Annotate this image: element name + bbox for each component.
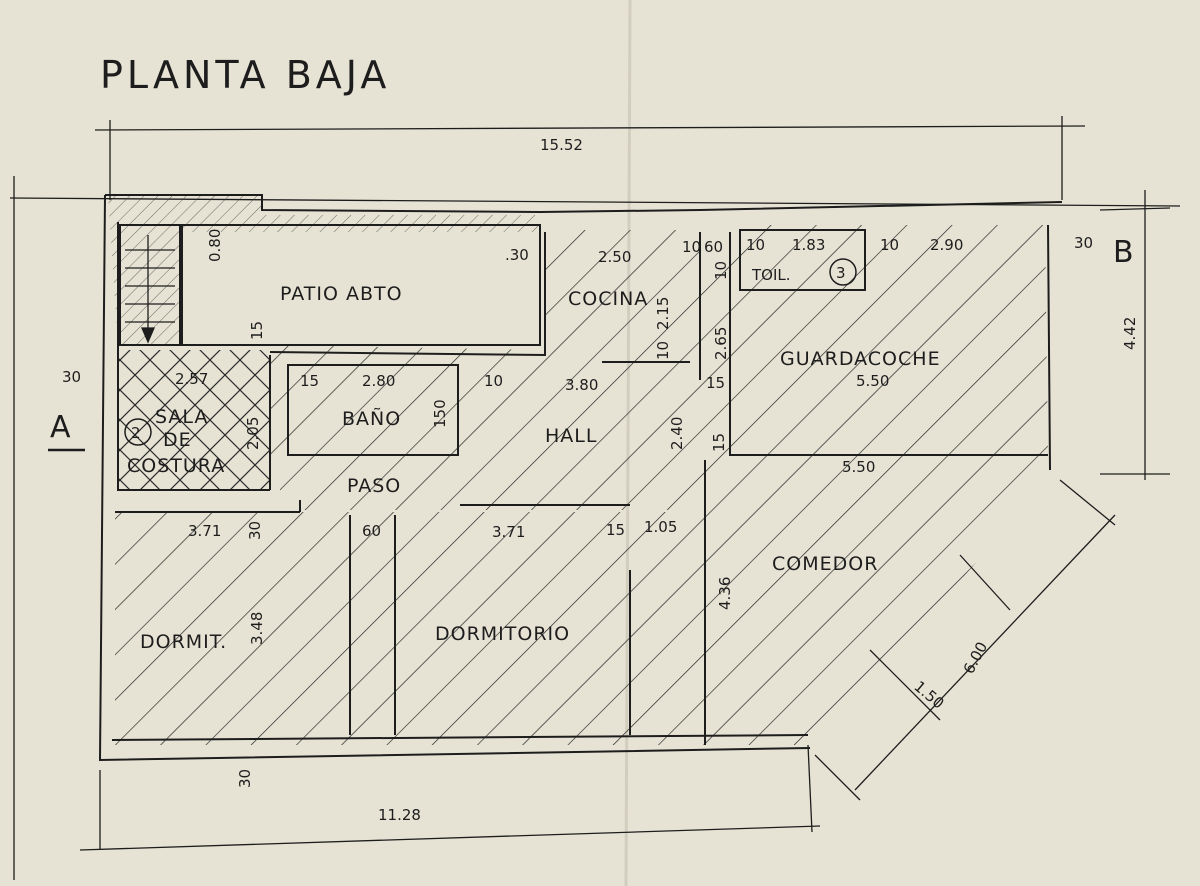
svg-text:30: 30 [246, 521, 264, 540]
svg-text:4.36: 4.36 [716, 577, 734, 610]
svg-text:11.28: 11.28 [378, 806, 421, 824]
svg-text:3.71: 3.71 [492, 523, 525, 541]
svg-text:2.15: 2.15 [654, 297, 672, 330]
svg-text:A: A [50, 410, 71, 445]
room-number-3: 3 [829, 258, 857, 286]
svg-text:150: 150 [431, 399, 449, 428]
room-label-dormit: DORMIT. [140, 631, 227, 653]
svg-text:1.50: 1.50 [910, 677, 947, 712]
room-label-cocina: COCINA [568, 288, 648, 310]
room-number-2: 2 [124, 418, 152, 446]
svg-text:2: 2 [131, 424, 141, 442]
svg-text:15: 15 [606, 521, 625, 539]
svg-text:1.05: 1.05 [644, 518, 677, 536]
dimension-labels: 15.52 11.28 4.42 0.80 .30 15 2.50 2.15 1… [62, 136, 1139, 824]
bano-area [287, 364, 459, 456]
svg-text:60: 60 [362, 522, 381, 540]
svg-text:2.90: 2.90 [930, 236, 963, 254]
toilet-area [739, 229, 866, 291]
svg-text:10: 10 [654, 341, 672, 360]
svg-text:2.40: 2.40 [668, 417, 686, 450]
room-label-dormitorio: DORMITORIO [435, 623, 570, 645]
svg-text:10: 10 [484, 372, 503, 390]
svg-text:2.05: 2.05 [244, 417, 262, 450]
room-label-paso: PASO [347, 475, 401, 497]
room-label-comedor: COMEDOR [772, 553, 878, 575]
room-label-bano: BAÑO [342, 407, 401, 430]
svg-text:5.50: 5.50 [842, 458, 875, 476]
svg-text:30: 30 [62, 368, 81, 386]
svg-text:15: 15 [300, 372, 319, 390]
room-label-guardacoche: GUARDACOCHE [780, 348, 941, 370]
svg-text:2.50: 2.50 [598, 248, 631, 266]
svg-text:10: 10 [880, 236, 899, 254]
room-label-sala-2: DE [163, 429, 192, 451]
svg-text:5.50: 5.50 [856, 372, 889, 390]
room-labels: PATIO ABTO COCINA TOIL. GUARDACOCHE SALA… [127, 266, 941, 653]
patio-area [181, 224, 541, 346]
svg-text:15.52: 15.52 [540, 136, 583, 154]
svg-text:2.57: 2.57 [175, 370, 208, 388]
svg-text:15: 15 [248, 321, 266, 340]
svg-text:10: 10 [746, 236, 765, 254]
room-label-sala-3: COSTURA [127, 455, 225, 477]
svg-text:15: 15 [706, 374, 725, 392]
svg-text:15: 15 [710, 433, 728, 452]
room-label-sala-1: SALA [155, 406, 208, 428]
room-label-toilet: TOIL. [751, 266, 791, 284]
section-marker-a: A [48, 410, 85, 452]
svg-text:60: 60 [704, 238, 723, 256]
svg-text:1.83: 1.83 [792, 236, 825, 254]
svg-text:B: B [1113, 235, 1134, 270]
svg-text:30: 30 [1074, 234, 1093, 252]
svg-text:10: 10 [682, 238, 701, 256]
svg-text:3.80: 3.80 [565, 376, 598, 394]
section-marker-b: B [1113, 235, 1134, 270]
page-title: PLANTA BAJA [100, 53, 390, 97]
hatched-floor [108, 196, 1055, 745]
stair-area [119, 224, 181, 346]
rooms-outline [98, 194, 1063, 762]
svg-text:6.00: 6.00 [960, 639, 992, 677]
stair-lines [125, 235, 175, 344]
svg-text:4.42: 4.42 [1121, 317, 1139, 350]
svg-text:3.71: 3.71 [188, 522, 221, 540]
svg-text:10: 10 [712, 261, 730, 280]
svg-text:2.80: 2.80 [362, 372, 395, 390]
svg-text:0.80: 0.80 [206, 229, 224, 262]
svg-text:2.65: 2.65 [712, 327, 730, 360]
svg-text:.30: .30 [505, 246, 529, 264]
svg-text:3: 3 [836, 264, 846, 282]
room-label-patio: PATIO ABTO [280, 283, 403, 305]
diagonal-dimension [814, 479, 1116, 801]
room-label-hall: HALL [545, 425, 597, 447]
svg-text:30: 30 [236, 769, 254, 788]
svg-text:3.48: 3.48 [248, 612, 266, 645]
